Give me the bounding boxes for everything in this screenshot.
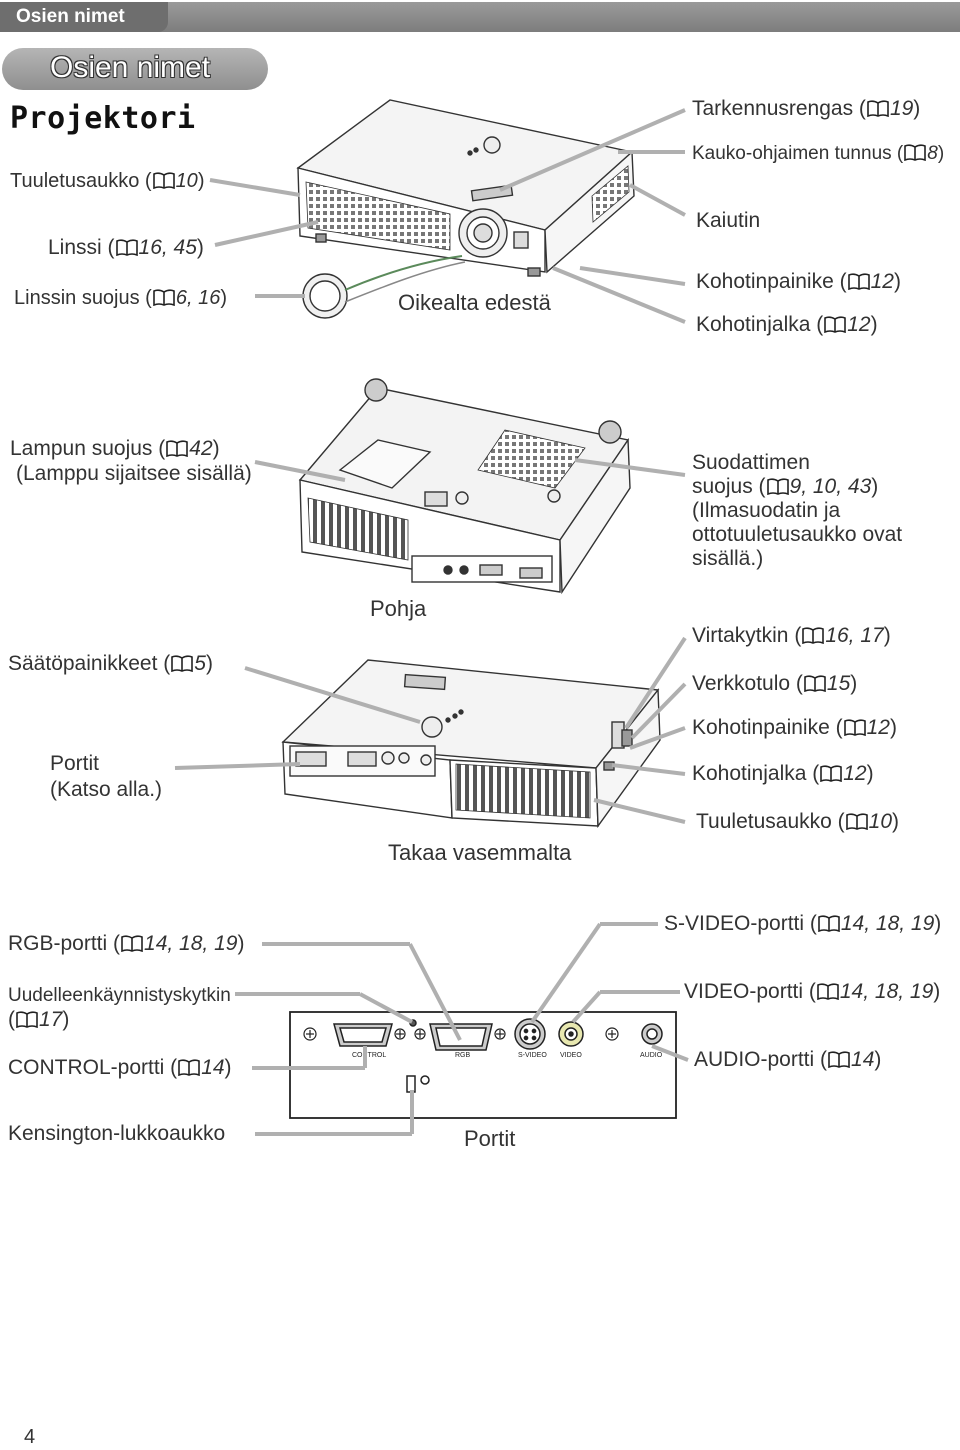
panel-label-svideo: S-VIDEO <box>518 1052 547 1059</box>
label-virtakytkin: Virtakytkin (16, 17) <box>692 624 891 647</box>
book-icon <box>904 144 927 161</box>
book-icon <box>802 627 825 644</box>
book-icon <box>847 273 870 290</box>
label-audio-portti: AUDIO-portti (14) <box>694 1048 882 1071</box>
label-kohotinpainike-rear: Kohotinpainike (12) <box>692 716 897 739</box>
caption-front: Oikealta edestä <box>398 290 551 315</box>
label-svideo-portti: S-VIDEO-portti (14, 18, 19) <box>664 912 942 935</box>
label-linssi: Linssi (16, 45) <box>48 236 204 259</box>
book-icon <box>153 289 175 306</box>
page-number: 4 <box>24 1426 36 1448</box>
book-icon <box>845 813 868 830</box>
label-portit-2: (Katso alla.) <box>50 778 163 801</box>
header-title: Osien nimet <box>16 6 125 27</box>
label-kaiutin: Kaiutin <box>696 209 761 232</box>
book-icon <box>16 1011 38 1028</box>
section-pill: Osien nimet <box>2 48 268 90</box>
panel-label-rgb: RGB <box>455 1052 471 1059</box>
book-icon <box>867 100 889 117</box>
label-rgb-portti: RGB-portti (14, 18, 19) <box>8 932 245 955</box>
label-suodattimen-4: ottotuuletusaukko ovat <box>692 523 903 546</box>
book-icon <box>804 675 826 692</box>
label-kohotinpainike-front: Kohotinpainike (12) <box>696 270 901 293</box>
label-suodattimen-3: (Ilmasuodatin ja <box>692 499 841 522</box>
book-icon <box>166 440 189 457</box>
header-bar: Osien nimet <box>0 0 960 34</box>
caption-ports: Portit <box>464 1126 516 1151</box>
book-icon <box>817 983 839 1000</box>
label-kauko-ohjaimen-tunnus: Kauko-ohjaimen tunnus (8) <box>692 143 945 164</box>
projector-rear-drawing <box>281 659 661 829</box>
label-suodattimen-2: suojus (9, 10, 43) <box>692 475 879 498</box>
book-icon <box>766 478 789 495</box>
book-icon <box>171 655 194 672</box>
book-icon <box>824 316 847 333</box>
label-suodattimen-5: sisällä.) <box>692 547 764 570</box>
page-heading: Projektori <box>10 101 196 136</box>
label-kohotinjalka-front: Kohotinjalka (12) <box>696 313 878 336</box>
label-kensington: Kensington-lukkoaukko <box>8 1122 226 1145</box>
book-icon <box>843 719 866 736</box>
leader-lines-front <box>209 108 686 324</box>
label-lamppu-note: (Lamppu sijaitsee sisällä) <box>16 462 252 485</box>
book-icon <box>178 1059 200 1076</box>
panel-label-audio: AUDIO <box>640 1052 663 1059</box>
book-icon <box>115 239 138 256</box>
label-video-portti: VIDEO-portti (14, 18, 19) <box>684 980 941 1003</box>
label-linssin-suojus: Linssin suojus (6, 16) <box>14 287 227 309</box>
leader-lines-ports <box>235 922 689 1136</box>
label-verkkotulo: Verkkotulo (15) <box>692 672 858 695</box>
label-lampun-suojus: Lampun suojus (42) <box>10 437 220 460</box>
panel-label-control: CONTROL <box>352 1052 386 1059</box>
header-bar-tab <box>0 2 168 32</box>
label-saatopainikkeet: Säätöpainikkeet (5) <box>8 652 213 675</box>
panel-label-video: VIDEO <box>560 1052 582 1059</box>
caption-rear: Takaa vasemmalta <box>388 840 572 865</box>
label-suodattimen-1: Suodattimen <box>692 451 810 474</box>
label-uudelleenkaynnistyskytkin: Uudelleenkäynnistyskytkin <box>8 985 231 1006</box>
label-tuuletusaukko-front: Tuuletusaukko (10) <box>10 170 205 192</box>
label-tuuletusaukko-rear: Tuuletusaukko (10) <box>696 810 899 833</box>
book-icon <box>121 935 143 952</box>
book-icon <box>818 915 840 932</box>
book-icon <box>152 172 175 189</box>
caption-bottom: Pohja <box>370 596 427 621</box>
label-control-portti: CONTROL-portti (14) <box>8 1056 232 1079</box>
label-uudelleen-ref: (17) <box>8 1008 70 1031</box>
book-icon <box>820 765 843 782</box>
leader-lines-bottom <box>254 458 686 482</box>
ports-panel <box>289 1011 677 1119</box>
projector-bottom-drawing <box>298 378 631 595</box>
book-icon <box>828 1051 850 1068</box>
label-tarkennusrengas: Tarkennusrengas (19) <box>692 97 921 120</box>
ports-panel-labels: CONTROL RGB S-VIDEO VIDEO AUDIO <box>352 1052 663 1059</box>
label-portit-1: Portit <box>50 752 100 775</box>
section-title: Osien nimet <box>50 51 211 84</box>
label-kohotinjalka-rear: Kohotinjalka (12) <box>692 762 874 785</box>
projector-front-drawing <box>296 99 635 319</box>
leader-lines-rear <box>174 636 687 824</box>
